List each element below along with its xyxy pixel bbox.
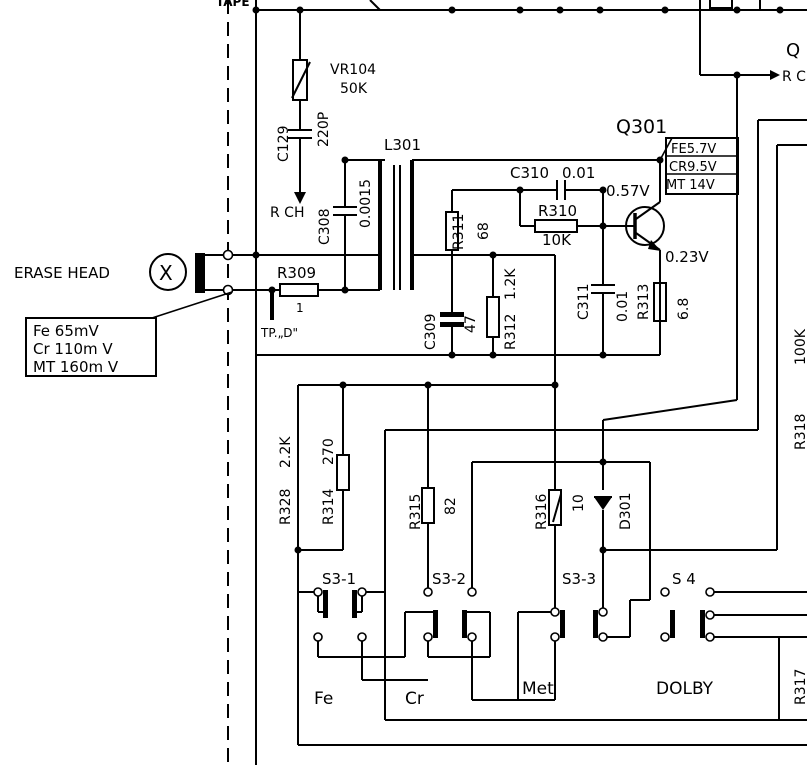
erase-head-x: X bbox=[159, 261, 173, 285]
r313-resistor bbox=[653, 282, 667, 322]
arrow-right-icon bbox=[770, 70, 780, 80]
c309-name: C309 bbox=[423, 314, 439, 351]
l301-label: L301 bbox=[384, 136, 421, 154]
q301-voltage-cr: CR9.5V bbox=[669, 160, 717, 175]
c309-value: 47 bbox=[463, 315, 479, 333]
c310-value: 0.01 bbox=[562, 164, 595, 182]
erase-level-fe: Fe 65mV bbox=[33, 322, 100, 340]
switch-s4-label: S 4 bbox=[672, 570, 696, 588]
tape-type-met: Met bbox=[522, 679, 554, 699]
partial-component bbox=[709, 0, 733, 9]
c311-name: C311 bbox=[576, 284, 592, 321]
r310-value: 10K bbox=[542, 231, 572, 249]
r309-resistor bbox=[279, 283, 319, 297]
r310-name: R310 bbox=[538, 202, 577, 220]
r313-value: 6.8 bbox=[676, 298, 692, 320]
r312-name: R312 bbox=[503, 314, 519, 350]
r316-name: R316 bbox=[534, 493, 550, 530]
r314-resistor bbox=[336, 454, 350, 491]
switch-s3-3-label: S3-3 bbox=[562, 570, 596, 588]
d301-diode bbox=[594, 497, 612, 510]
q301-voltage-fe: FE5.7V bbox=[671, 142, 716, 157]
erase-level-mt: MT 160m V bbox=[33, 358, 119, 376]
r314-value: 270 bbox=[321, 438, 337, 465]
r315-name: R315 bbox=[408, 494, 424, 530]
arrow-down-icon bbox=[294, 192, 306, 204]
collector-voltage: 0.57V bbox=[606, 182, 650, 200]
vr104-name: VR104 bbox=[330, 62, 376, 78]
tp-d-label: TP.„D" bbox=[260, 326, 298, 340]
c308-name: C308 bbox=[317, 209, 333, 246]
switch-s4 bbox=[660, 587, 807, 642]
q-partial-label: Q bbox=[786, 40, 800, 61]
c308-value: 0.0015 bbox=[358, 179, 374, 228]
emitter-voltage: 0.23V bbox=[665, 248, 709, 266]
vr104-value: 50K bbox=[340, 81, 368, 97]
r313-name: R313 bbox=[636, 284, 652, 320]
erase-level-box bbox=[25, 317, 157, 377]
r328-name: R328 bbox=[278, 489, 294, 525]
tape-type-cr: Cr bbox=[405, 689, 424, 709]
r312-value: 1.2K bbox=[503, 268, 519, 300]
r314-name: R314 bbox=[321, 488, 337, 525]
erase-head-symbol bbox=[149, 253, 187, 291]
r311-name: R311 bbox=[451, 214, 467, 250]
r318-value: 100K bbox=[793, 328, 807, 365]
q301-voltage-mt: MT 14V bbox=[666, 178, 715, 193]
r312-resistor bbox=[486, 296, 500, 338]
r-partial-label: R C bbox=[782, 69, 806, 85]
r328-value: 2.2K bbox=[278, 436, 294, 468]
rch-label: R CH bbox=[270, 205, 304, 221]
switch-s3-2-label: S3-2 bbox=[432, 570, 466, 588]
r318-name: R318 bbox=[793, 414, 807, 450]
tape-label: TAPE bbox=[216, 0, 250, 9]
switch-s3-1-label: S3-1 bbox=[322, 570, 356, 588]
c129-name: C129 bbox=[276, 126, 292, 163]
switch-s3-1 bbox=[313, 587, 367, 642]
tape-type-fe: Fe bbox=[314, 689, 333, 709]
r309-value: 1 bbox=[296, 301, 304, 315]
r317-label: R317 bbox=[793, 669, 807, 705]
c311-value: 0.01 bbox=[615, 291, 631, 322]
q301-label: Q301 bbox=[616, 116, 667, 138]
erase-head-label: ERASE HEAD bbox=[14, 264, 110, 282]
erase-level-cr: Cr 110m V bbox=[33, 340, 113, 358]
c129-value: 220P bbox=[316, 112, 332, 147]
r309-name: R309 bbox=[277, 264, 316, 282]
d301-label: D301 bbox=[618, 492, 634, 530]
switch-s3-2 bbox=[404, 587, 491, 657]
r316-resistor bbox=[548, 489, 562, 526]
q301-transistor bbox=[625, 206, 665, 246]
r316-value: 10 bbox=[571, 494, 587, 512]
c310-name: C310 bbox=[510, 164, 549, 182]
erase-head-core bbox=[195, 253, 205, 293]
c309-capacitor bbox=[440, 312, 464, 317]
r311-value: 68 bbox=[476, 222, 492, 240]
tape-type-dolby: DOLBY bbox=[656, 679, 714, 699]
r315-value: 82 bbox=[443, 497, 459, 515]
